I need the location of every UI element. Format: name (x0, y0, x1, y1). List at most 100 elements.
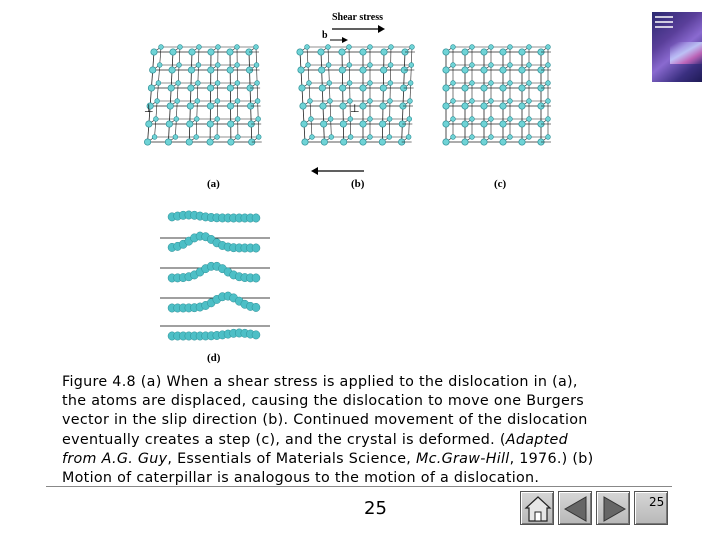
lattice-bond (307, 64, 310, 84)
atom (378, 138, 386, 146)
atom (507, 44, 513, 50)
atom (442, 48, 450, 56)
atom (339, 84, 347, 92)
atom (526, 134, 532, 140)
atom (488, 44, 494, 50)
dislocation-symbol: ⊥ (144, 103, 154, 115)
atom (407, 80, 414, 86)
lattice-bond (310, 118, 313, 138)
atom (188, 48, 196, 56)
atom (164, 138, 172, 146)
atom (388, 44, 394, 50)
lattice-bond (255, 46, 257, 66)
figure: Shear stress b ⊥ ⊥ (a) (b) (c) (d) (144, 12, 702, 364)
atom (226, 84, 234, 92)
next-slide-button[interactable] (596, 491, 630, 525)
caption-divider (46, 486, 672, 487)
lattice-bond (197, 64, 199, 84)
atom (545, 134, 551, 140)
lattice-bond (176, 82, 179, 102)
atom (176, 62, 182, 68)
atom (518, 84, 526, 92)
lattice-bond (195, 118, 198, 138)
atom (518, 66, 526, 74)
atom (526, 116, 532, 122)
caterpillar-segment (251, 213, 261, 223)
caterpillar-segment (251, 330, 261, 340)
atom (326, 80, 333, 86)
atom (155, 80, 162, 86)
lattice-bond (409, 100, 411, 120)
atom (469, 134, 475, 140)
atom (461, 120, 469, 128)
atom (367, 116, 373, 122)
atom (518, 102, 526, 110)
atom (299, 102, 307, 110)
atom (235, 116, 241, 122)
atom (379, 102, 387, 110)
atom (328, 134, 335, 140)
lattice-bond (409, 82, 411, 102)
atom (461, 84, 469, 92)
atom (499, 138, 507, 146)
atom (254, 80, 260, 86)
atom (499, 84, 507, 92)
forward-arrow-icon (603, 496, 627, 522)
atom (339, 102, 347, 110)
atom (386, 116, 393, 122)
atom (367, 98, 373, 104)
atom (507, 98, 513, 104)
atom (306, 80, 312, 86)
lattice-bond (177, 64, 180, 84)
lattice-panel-a: ⊥ (144, 44, 262, 146)
home-button[interactable] (520, 491, 554, 525)
atom (480, 48, 488, 56)
atom (234, 98, 241, 104)
atom (442, 102, 450, 110)
atom (461, 66, 469, 74)
home-icon (524, 496, 552, 522)
atom (144, 138, 152, 146)
atom (226, 66, 234, 74)
burgers-vector-label: b (322, 30, 328, 41)
atom (254, 98, 261, 104)
atom (450, 116, 456, 122)
atom (309, 134, 315, 140)
atom (185, 138, 193, 146)
atom (158, 44, 164, 50)
atom (359, 66, 367, 74)
atom (206, 102, 215, 110)
atom (409, 44, 415, 50)
atom (207, 66, 215, 74)
atom (194, 98, 201, 104)
previous-slide-button[interactable] (558, 491, 592, 525)
atom (469, 80, 475, 86)
atom (296, 48, 304, 56)
lattice-bond (158, 64, 161, 84)
atom (298, 84, 306, 92)
page-number: 25 (364, 498, 387, 519)
atom (469, 62, 475, 68)
atom (346, 44, 352, 50)
lattice-bond (328, 64, 330, 84)
shear-stress-label: Shear stress (332, 12, 384, 23)
caption-line: from A.G. Guy, Essentials of Materials S… (62, 450, 672, 469)
atom (346, 62, 353, 68)
atom (340, 138, 348, 146)
caption-italic-text: from A.G. Guy (62, 450, 168, 467)
atom (186, 120, 194, 128)
atom (461, 138, 469, 146)
atom (325, 44, 331, 50)
atom (169, 48, 177, 56)
atom (187, 84, 195, 92)
atom (499, 102, 507, 110)
lattice-bond (410, 64, 412, 84)
atom (327, 98, 333, 104)
atom (173, 116, 180, 122)
slide-number-button[interactable]: 25 (634, 491, 668, 525)
atom (177, 44, 183, 50)
atom (359, 138, 367, 146)
atom (327, 116, 334, 122)
lattice-bond (178, 46, 181, 66)
lattice-bond (156, 82, 159, 102)
